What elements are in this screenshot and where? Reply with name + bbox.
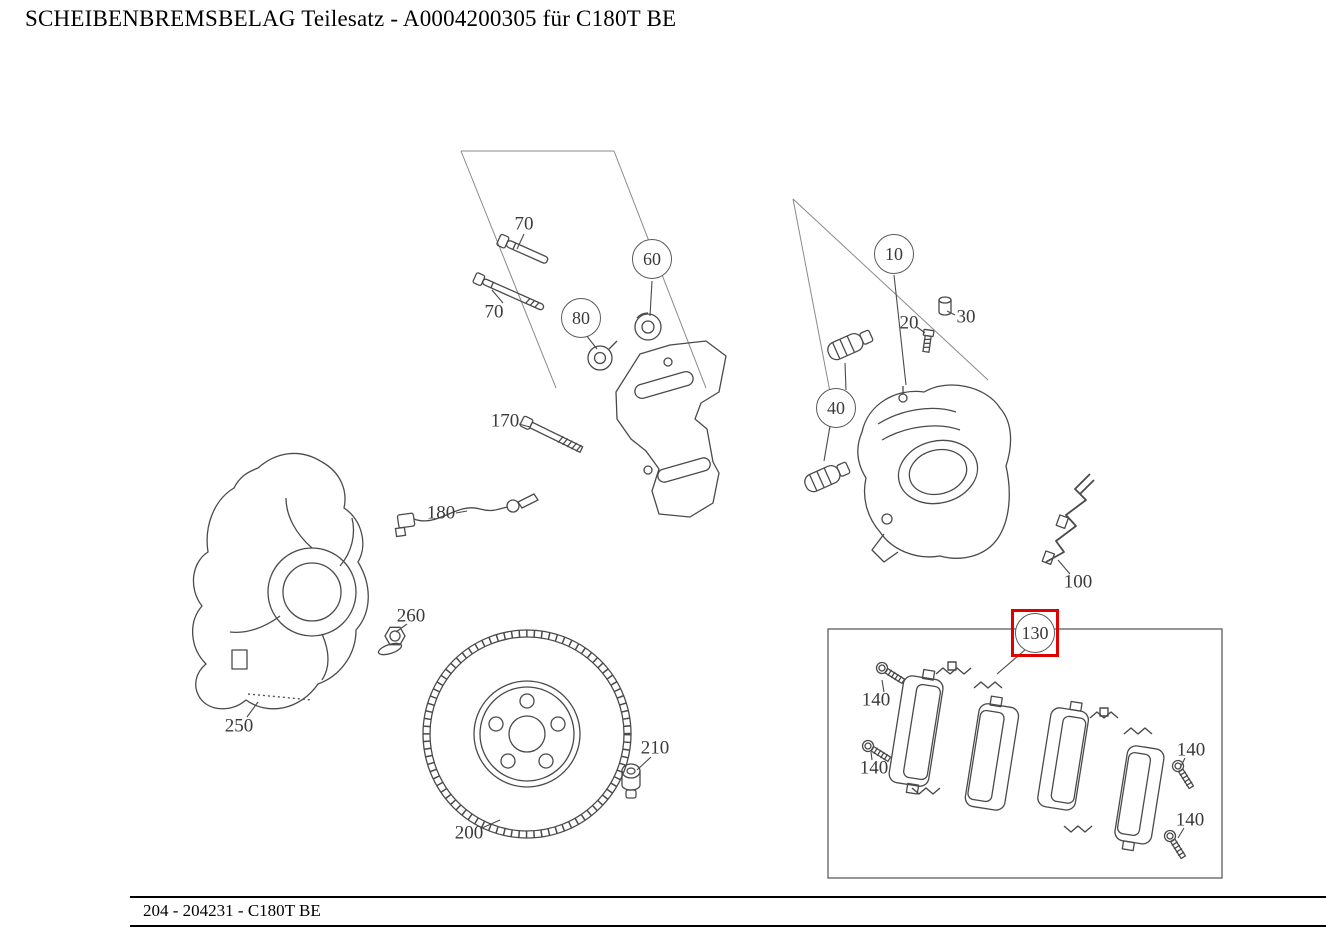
part-label-250[interactable]: 250 [224, 715, 254, 737]
brake-disc-200 [422, 629, 632, 839]
cap-30 [938, 296, 952, 316]
part-label-140-top-right[interactable]: 140 [1176, 739, 1206, 761]
part-label-100[interactable]: 100 [1063, 571, 1093, 593]
pad-clips [911, 661, 1153, 833]
part-label-210[interactable]: 210 [640, 737, 670, 759]
part-label-170[interactable]: 170 [490, 410, 520, 432]
part-label-140-top-left[interactable]: 140 [861, 689, 891, 711]
part-label-130[interactable]: 130 [1015, 613, 1055, 653]
splash-shield-250 [191, 452, 369, 710]
brake-caliper-10 [857, 384, 1012, 563]
guide-sleeves-40 [804, 329, 874, 493]
construction-lines [460, 150, 989, 393]
nut-210 [621, 763, 641, 799]
part-label-10[interactable]: 10 [874, 234, 914, 274]
wear-sensor-180 [394, 493, 539, 538]
highlight-box: 130 [1011, 609, 1059, 657]
leader-lines [246, 233, 1186, 839]
guide-pins-70 [472, 233, 549, 311]
brake-pads [888, 668, 1165, 852]
part-label-40[interactable]: 40 [816, 388, 856, 428]
part-label-200[interactable]: 200 [454, 822, 484, 844]
part-label-20[interactable]: 20 [899, 312, 919, 334]
bolt-170 [519, 415, 584, 454]
part-label-70-upper[interactable]: 70 [514, 213, 534, 235]
pad-bolts-140 [861, 661, 1195, 860]
part-label-180[interactable]: 180 [426, 502, 456, 524]
footer-text: 204 - 204231 - C180T BE [143, 901, 321, 920]
bushing-80 [587, 340, 618, 371]
part-label-140-bottom-right[interactable]: 140 [1175, 809, 1205, 831]
bolt-260 [377, 626, 406, 656]
part-label-70-lower[interactable]: 70 [484, 301, 504, 323]
part-label-30[interactable]: 30 [956, 306, 976, 328]
part-label-260[interactable]: 260 [396, 605, 426, 627]
bolt-20 [922, 328, 935, 353]
page-title: SCHEIBENBREMSBELAG Teilesatz - A00042003… [25, 6, 677, 31]
part-label-140-bottom-left[interactable]: 140 [859, 757, 889, 779]
part-label-80[interactable]: 80 [561, 298, 601, 338]
part-label-60[interactable]: 60 [632, 239, 672, 279]
caliper-carrier [615, 340, 727, 518]
footer: 204 - 204231 - C180T BE [130, 896, 1326, 927]
spring-clip-100 [1041, 473, 1095, 565]
bushing-60 [634, 312, 662, 341]
